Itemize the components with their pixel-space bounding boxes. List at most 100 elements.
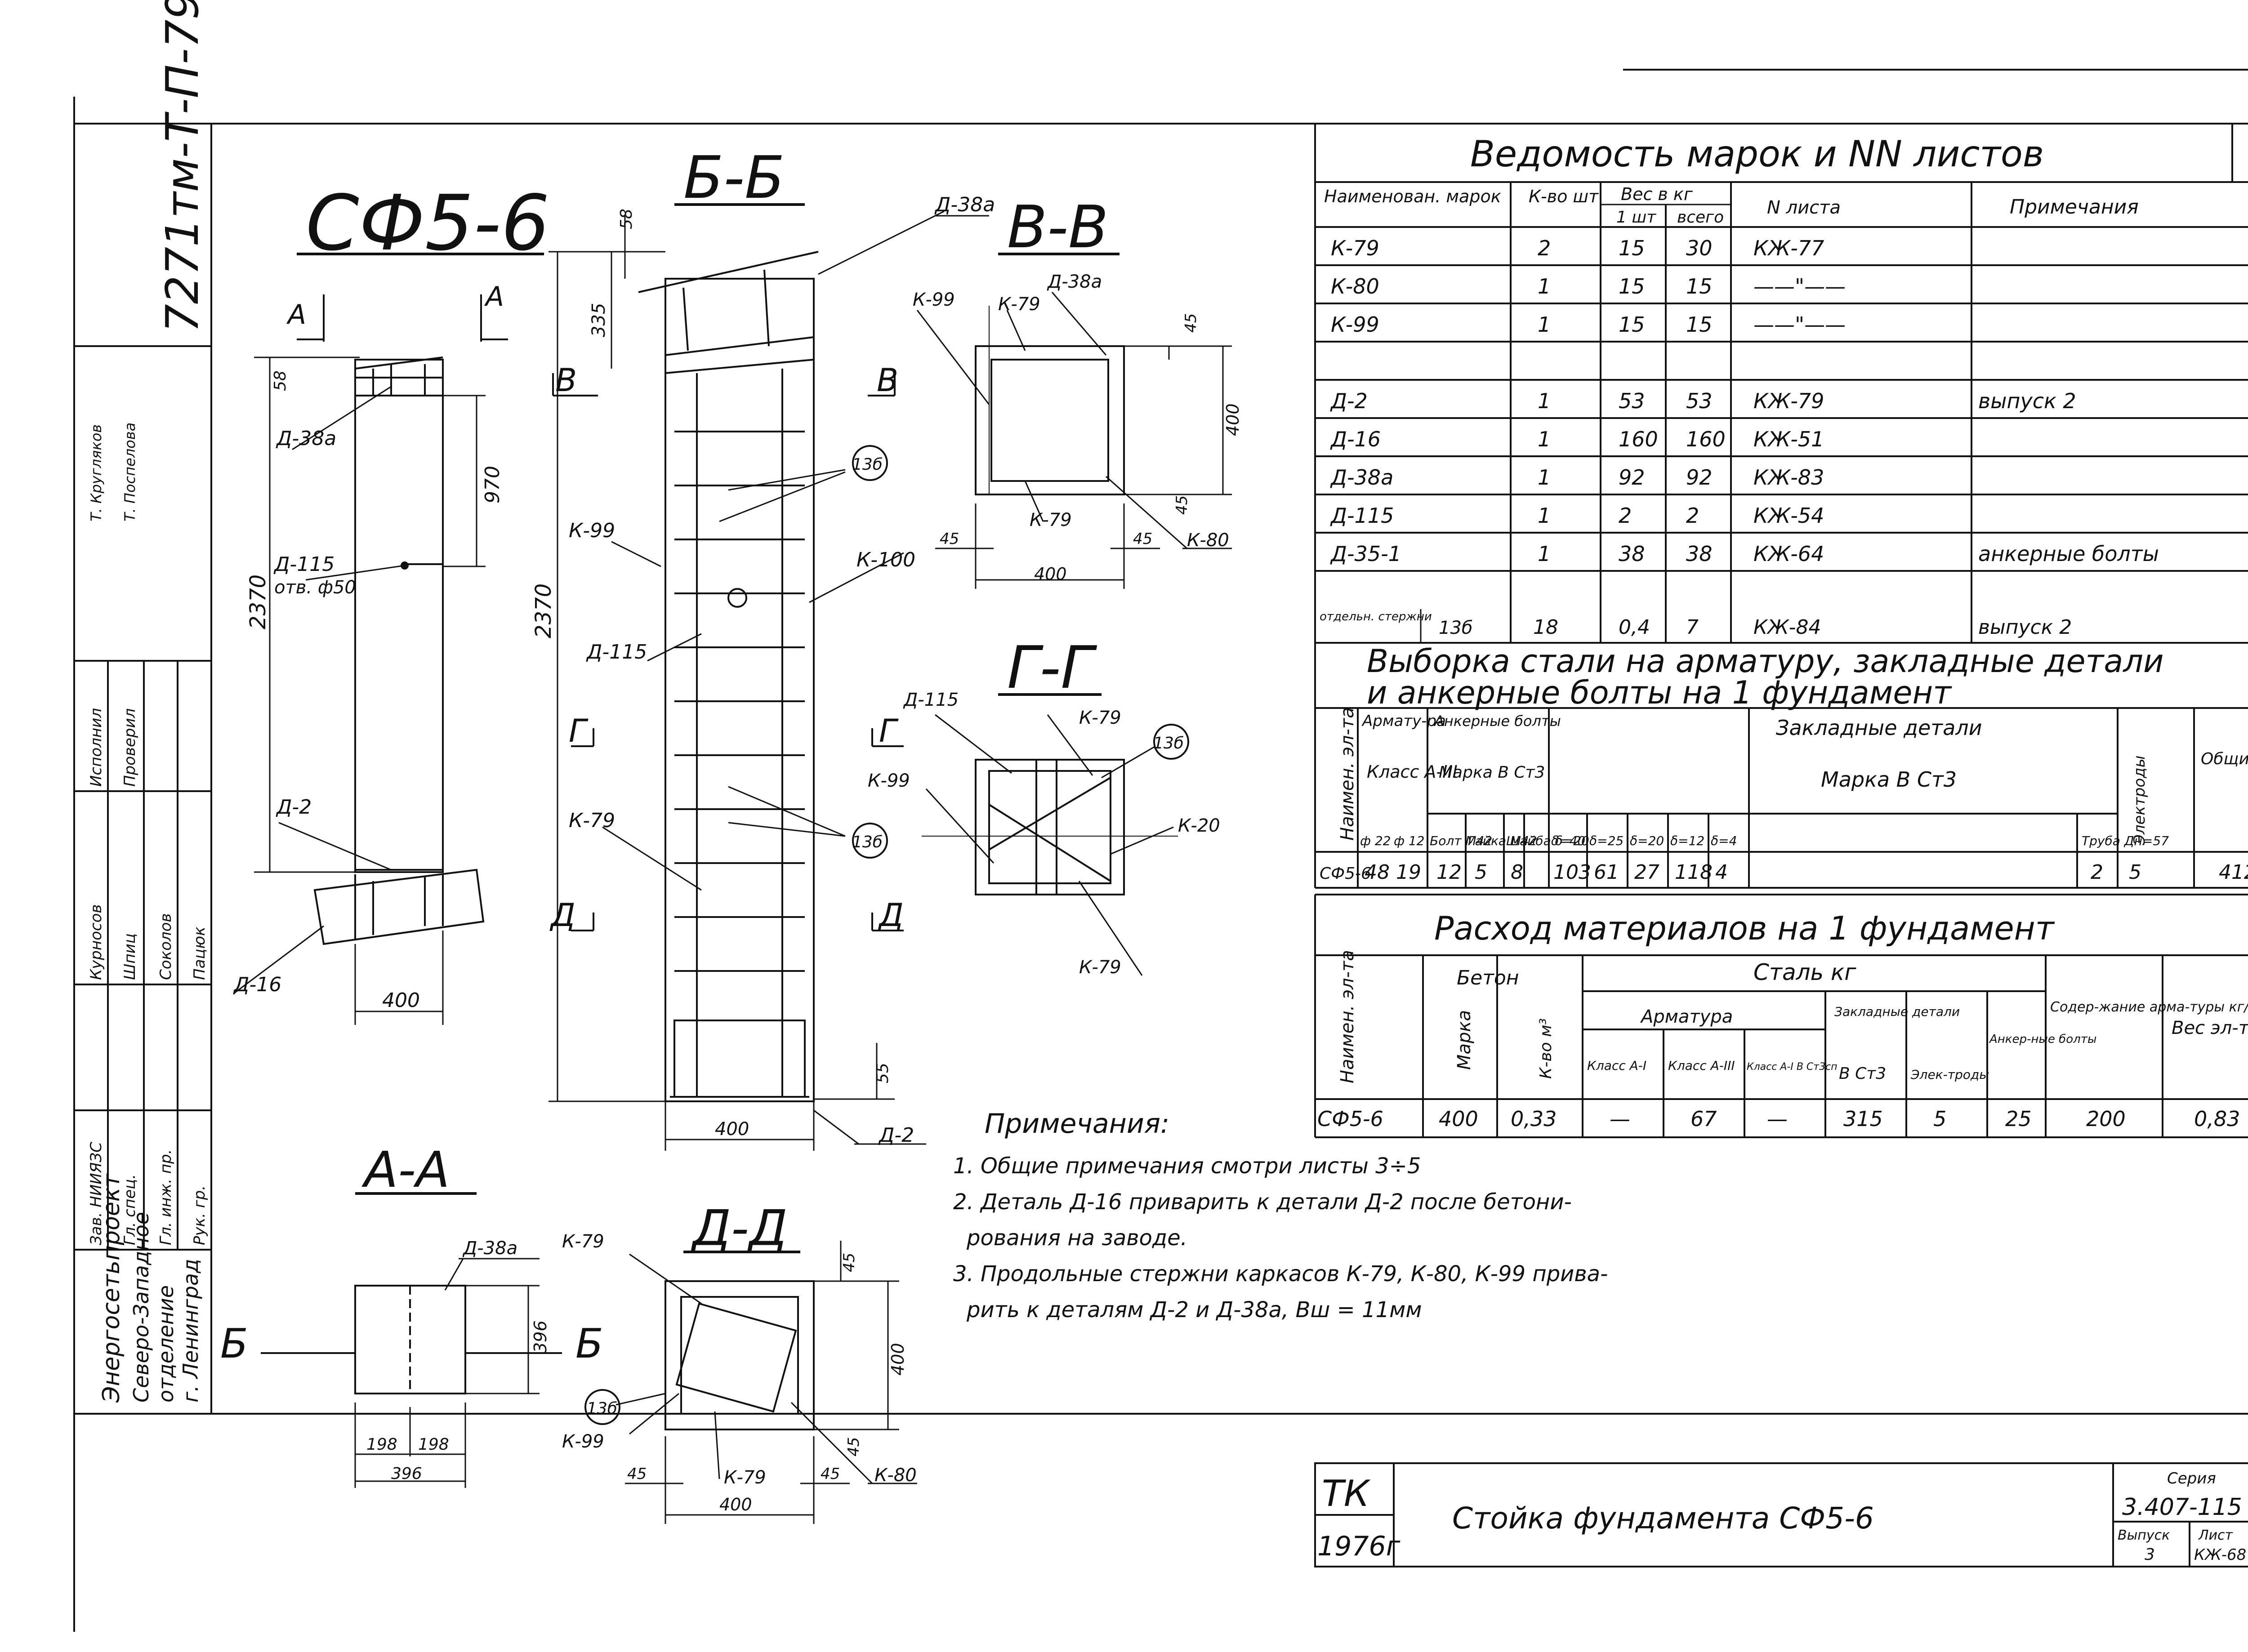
stamp-t2: Т. Поспелова: [121, 423, 138, 521]
section-vv-title: В-В: [1007, 193, 1108, 261]
raskhod-cell: 25: [2005, 1107, 2032, 1131]
raskhod-cell: —: [1610, 1107, 1630, 1131]
vyborka-cell: 4: [1715, 861, 1728, 884]
ved-last-wall: 7: [1686, 616, 1699, 639]
bb-k100-label: К-100: [856, 548, 915, 571]
vedomost-cell-sheet: КЖ-77: [1753, 236, 1824, 260]
raskhod-cell: 0,33: [1511, 1107, 1557, 1131]
bb-dim-335: 335: [589, 303, 609, 337]
cut-b-right: Б: [575, 1320, 603, 1367]
vv-dim-45d: 45: [1133, 530, 1152, 548]
dd-dim-45c: 45: [627, 1465, 647, 1483]
vedomost-cell-qty: 1: [1538, 312, 1551, 337]
ved-last-qty: 18: [1533, 616, 1558, 639]
dd-dim-45a: 45: [840, 1253, 858, 1272]
stamp-role-1: Зав. НИИЯЗС: [87, 1142, 105, 1245]
ved-h-note: Примечания: [2010, 196, 2139, 218]
front-d2-label: Д-2: [276, 796, 312, 819]
vyborka-cell: 8: [1511, 861, 1523, 884]
gg-k20-label: К-20: [1178, 815, 1220, 836]
raskhod-cell: 0,83: [2194, 1107, 2240, 1131]
vedomost-cell-name: Д-115: [1330, 503, 1394, 528]
aa-d38a-label: Д-38а: [462, 1238, 517, 1259]
vyborka-cell: 2: [2091, 861, 2103, 884]
vedomost-cell-wall: 2: [1686, 503, 1699, 528]
vyb-h-zaklad: Закладные детали: [1776, 716, 1982, 740]
ras-h-soderzh: Содер-жание арма-туры кг/м³: [2050, 999, 2248, 1015]
section-vv: В-В К-99 К-79 Д-38а К-79 К-80 45 400 45 …: [913, 193, 1243, 589]
stamp-role-2: Гл. спец.: [121, 1174, 139, 1245]
vedomost-cell-sheet: КЖ-83: [1753, 465, 1824, 490]
dd-k80-label: К-80: [874, 1465, 917, 1486]
stamp-t1: Т. Кругляков: [88, 424, 105, 521]
vyborka-subheader: δ=4: [1711, 833, 1737, 848]
dd-dim-45b: 45: [845, 1437, 863, 1456]
vedomost-cell-name: К-80: [1331, 274, 1379, 298]
stamp-org-4: г. Ленинград: [178, 1259, 203, 1403]
ras-h-zaklad: Закладные детали: [1834, 1004, 1960, 1019]
vv-k79b-label: К-79: [1030, 510, 1072, 530]
left-stamp: 7271тм-Т-П-79 Энергосетьпроект Северо-За…: [87, 0, 209, 1403]
vedomost-cell-w1: 53: [1619, 389, 1645, 413]
vyborka-cell: 12: [1436, 861, 1462, 884]
vedomost-cell-wall: 38: [1686, 542, 1713, 566]
cut-d-right: Д: [878, 897, 904, 934]
stamp-exec-2: Проверил: [121, 708, 139, 787]
vyborka-cell: 5: [1475, 861, 1487, 884]
vedomost-cell-name: К-99: [1331, 312, 1379, 337]
vedomost-cell-w1: 160: [1619, 427, 1658, 451]
dd-pos136: 13б: [587, 1399, 617, 1418]
vyborka-cell: СФ5-6: [1320, 864, 1371, 883]
vv-d38a-label: Д-38а: [1047, 272, 1102, 292]
front-d38a-label: Д-38а: [276, 427, 336, 450]
front-dim-2370: 2370: [245, 574, 271, 629]
cut-a-left: А: [286, 299, 306, 330]
vyborka-title-1: Выборка стали на арматуру, закладные дет…: [1367, 643, 2163, 680]
dd-dim-45d: 45: [821, 1465, 840, 1483]
vedomost-cell-qty: 1: [1538, 274, 1551, 298]
vedomost-cell-wall: 92: [1686, 465, 1713, 490]
raskhod-table: Расход материалов на 1 фундамент Наимен.…: [1314, 894, 2248, 1138]
vedomost-cell-wall: 15: [1686, 312, 1713, 337]
vedomost-table: Ведомость марок и NN листов 7 Наименован…: [1315, 124, 2248, 644]
vedomost-cell-w1: 2: [1619, 503, 1632, 528]
vedomost-cell-w1: 15: [1619, 274, 1645, 298]
vyborka-cell: 5: [2129, 861, 2141, 884]
vv-k79a-label: К-79: [998, 294, 1040, 315]
vyborka-cell: 27: [1634, 861, 1659, 884]
note-2b: рования на заводе.: [966, 1225, 1187, 1251]
ras-h-marka: Марка: [1454, 1010, 1475, 1070]
stamp-name-4: Пацюк: [191, 926, 209, 980]
cut-v-right: В: [877, 362, 898, 399]
dd-k79a-label: К-79: [562, 1231, 604, 1252]
vyborka-subheader: δ=12: [1670, 833, 1704, 848]
ved-h-weight: Вес в кг: [1621, 184, 1693, 204]
vv-dim-400: 400: [1223, 403, 1243, 436]
vyborka-cell: 118: [1675, 861, 1713, 884]
vedomost-cell-qty: 1: [1538, 503, 1551, 528]
note-2a: 2. Деталь Д-16 приварить к детали Д-2 по…: [953, 1189, 1572, 1215]
raskhod-cell: СФ5-6: [1317, 1107, 1383, 1131]
vyb-h-marka: Марка В Ст3: [1821, 767, 1957, 792]
ras-h-electrodes: Элек-троды: [1910, 1067, 1989, 1082]
stamp-org-2: Северо-Западное: [129, 1212, 153, 1403]
raskhod-cell: —: [1767, 1107, 1788, 1131]
stamp-name-1: Курносов: [87, 904, 105, 980]
aa-dim-198b: 198: [418, 1435, 449, 1454]
vyborka-cell: 412: [2219, 861, 2248, 884]
bb-k79-label: К-79: [569, 809, 615, 832]
vyborka-subheader: δ=20: [1630, 833, 1664, 848]
vyborka-row: СФ5-6481912581036127118425412: [1320, 861, 2248, 884]
gg-d115-label: Д-115: [903, 690, 959, 710]
gg-k79b-label: К-79: [1079, 957, 1121, 978]
ved-h-wall: всего: [1677, 208, 1724, 227]
cut-g-right: Г: [879, 712, 899, 749]
stamp-exec-1: Исполнил: [87, 708, 105, 787]
vedomost-cell-name: Д-38а: [1330, 465, 1393, 490]
bb-pos136b: 13б: [852, 833, 883, 851]
tb-tk: ТК: [1322, 1473, 1371, 1514]
tb-vypusk-label: Выпуск: [2118, 1527, 2170, 1543]
section-gg-title: Г-Г: [1007, 633, 1097, 702]
vedomost-cell-name: К-79: [1331, 236, 1379, 260]
